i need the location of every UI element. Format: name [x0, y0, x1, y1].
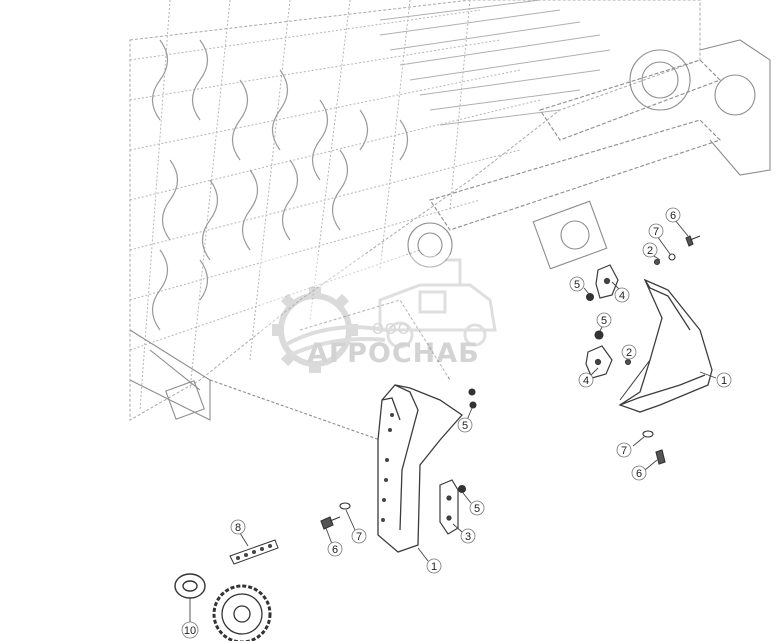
callout-label: 7 — [356, 531, 362, 543]
callout-1-center: 1 — [426, 558, 442, 574]
callout-label: 6 — [670, 210, 676, 222]
callout-5-bracket: 5 — [469, 500, 485, 516]
drive-frame — [407, 39, 771, 270]
watermark-small-text: ООО — [372, 320, 410, 338]
callout-label: 5 — [474, 503, 480, 515]
callout-3: 3 — [460, 528, 476, 544]
callout-7-right: 7 — [616, 442, 632, 458]
center-hardware — [320, 388, 477, 530]
callout-8: 8 — [230, 519, 246, 535]
callout-5-center: 5 — [457, 417, 473, 433]
right-shield — [618, 278, 713, 413]
callout-5-top: 5 — [569, 276, 585, 292]
sprocket — [212, 584, 272, 641]
right-bracket-lower — [585, 345, 613, 379]
leader-lines — [189, 219, 717, 626]
callout-2-mid: 2 — [621, 344, 637, 360]
callout-label: 4 — [619, 290, 625, 302]
callout-label: 6 — [332, 544, 338, 556]
callout-label: 10 — [184, 625, 196, 637]
callout-label: 7 — [653, 226, 659, 238]
callout-4-top: 4 — [614, 287, 630, 303]
callout-4-mid: 4 — [578, 372, 594, 388]
callout-6-right: 6 — [631, 465, 647, 481]
callout-label: 4 — [583, 375, 589, 387]
callout-6-top: 6 — [665, 207, 681, 223]
callout-label: 5 — [601, 315, 607, 327]
callout-label: 8 — [235, 522, 241, 534]
callout-label: 5 — [462, 420, 468, 432]
callouts: 6 7 2 5 4 5 2 4 — [181, 207, 732, 639]
callout-1-right: 1 — [716, 372, 732, 388]
right-bracket-upper — [595, 264, 619, 299]
auger-flights — [151, 39, 409, 331]
callout-6-center: 6 — [327, 541, 343, 557]
lower-frame — [129, 299, 451, 441]
field-swoosh-icon — [284, 325, 386, 357]
callout-label: 2 — [626, 347, 632, 359]
callout-7-center: 7 — [351, 528, 367, 544]
auger-grid — [129, 0, 541, 411]
callout-label: 6 — [636, 468, 642, 480]
center-shield — [377, 384, 463, 553]
callout-label: 2 — [647, 245, 653, 257]
drive-chain — [229, 539, 279, 565]
watermark: ООО АГРОСНАБ — [260, 255, 520, 375]
callout-label: 5 — [574, 279, 580, 291]
idler-pulley — [174, 573, 206, 599]
callout-label: 1 — [721, 375, 727, 387]
gear-teeth-icon — [272, 287, 358, 373]
callout-label: 1 — [431, 561, 437, 573]
combine-logo-icon — [378, 258, 497, 349]
center-shield-holes — [381, 413, 394, 522]
callout-5-mid: 5 — [596, 312, 612, 328]
callout-label: 3 — [465, 531, 471, 543]
callout-10: 10 — [181, 621, 199, 639]
right-hardware — [585, 235, 701, 465]
watermark-brand-text: АГРОСНАБ — [307, 338, 480, 369]
callout-label: 7 — [621, 445, 627, 457]
callout-2-top: 2 — [642, 242, 658, 258]
callout-7-top: 7 — [648, 223, 664, 239]
machine-background — [129, 0, 771, 441]
sieve-hatching — [379, 0, 611, 126]
